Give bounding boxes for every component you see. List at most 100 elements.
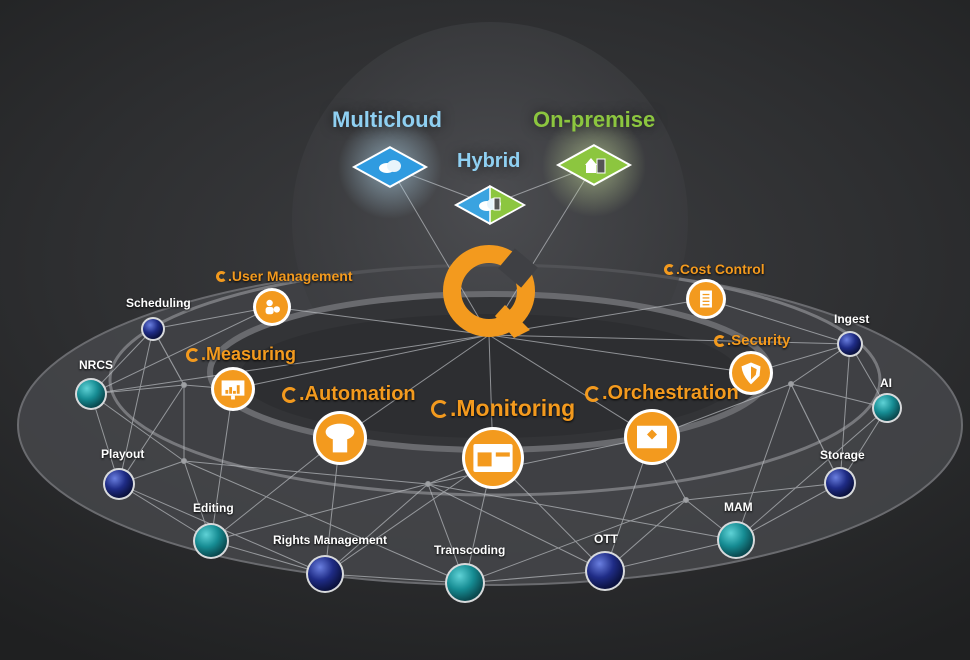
q-logo-icon <box>714 334 726 347</box>
node-label-playout: Playout <box>101 447 145 461</box>
chart-monitor-icon <box>221 380 245 400</box>
shield-icon <box>741 362 761 385</box>
q-logo-icon <box>282 386 298 403</box>
q-logo-icon <box>664 263 675 275</box>
cloud-server-icon <box>479 197 501 211</box>
node-label-nrcs: NRCS <box>79 358 114 372</box>
connection-line <box>464 570 606 584</box>
module-label: .User Management <box>228 268 353 284</box>
node-label-rights-management: Rights Management <box>273 533 388 547</box>
connection-line <box>90 393 185 462</box>
cloud-icon <box>379 160 401 173</box>
q-logo-icon <box>186 347 200 362</box>
connection-line <box>839 343 851 484</box>
cost-control-badge <box>686 279 726 319</box>
connection-line <box>735 482 841 541</box>
monitoring-badge <box>462 427 524 489</box>
connection-line <box>604 539 737 572</box>
on-premise-title: On-premise <box>533 107 656 132</box>
connection-line <box>427 436 653 485</box>
workflow-nodes <box>75 317 902 603</box>
connection-line <box>232 334 490 390</box>
connection-line <box>735 407 888 541</box>
multicloud-tile <box>338 115 442 219</box>
junction-dot <box>181 382 187 388</box>
connection-line <box>118 328 154 485</box>
node-scheduling <box>141 317 165 341</box>
q-logo-icon <box>216 270 227 282</box>
module-label: .Orchestration <box>602 382 739 404</box>
connection-line <box>118 384 185 485</box>
connection-line <box>118 483 212 542</box>
connection-line <box>324 483 429 575</box>
on-premise-tile <box>542 113 646 217</box>
junction-dot <box>683 497 689 503</box>
q-logo-icon <box>585 385 601 402</box>
node-editing <box>193 523 229 559</box>
node-label-ai: AI <box>880 376 892 390</box>
cloud-database-icon <box>325 423 355 453</box>
dashboard-window-icon <box>473 444 513 472</box>
connection-line <box>339 334 490 439</box>
connection-line <box>427 483 606 572</box>
connection-line <box>790 383 888 409</box>
module-label: .Cost Control <box>676 261 765 277</box>
junction-dot <box>788 381 794 387</box>
measuring-title: .Measuring <box>186 344 296 365</box>
connection-line <box>210 483 429 542</box>
security-title: .Security <box>714 332 790 349</box>
node-label-transcoding: Transcoding <box>434 543 506 557</box>
security-badge <box>729 351 773 395</box>
hybrid-tile <box>453 185 527 225</box>
connection-line <box>183 460 466 584</box>
node-ai <box>872 393 902 423</box>
user-management-title: .User Management <box>216 268 352 284</box>
junction-dot <box>181 458 187 464</box>
node-rights-management <box>306 555 344 593</box>
connection-line <box>210 388 234 542</box>
junction-dot <box>425 481 431 487</box>
orchestration-badge <box>624 409 680 465</box>
multicloud-title: Multicloud <box>332 107 442 132</box>
node-label-storage: Storage <box>820 448 865 462</box>
node-transcoding <box>445 563 485 603</box>
connection-line <box>427 483 737 541</box>
node-label-scheduling: Scheduling <box>126 296 191 310</box>
central-logo-icon <box>443 245 538 338</box>
module-label: .Security <box>727 332 791 349</box>
document-icon <box>700 290 712 308</box>
module-label: .Automation <box>299 383 416 405</box>
workflow-icon <box>637 425 667 449</box>
connection-line <box>210 540 326 575</box>
measuring-badge <box>211 367 255 411</box>
connection-line <box>488 334 653 438</box>
connection-line <box>488 334 851 345</box>
node-ingest <box>837 331 863 357</box>
connection-line <box>685 482 841 501</box>
node-storage <box>824 467 856 499</box>
node-ott <box>585 551 625 591</box>
automation-badge <box>313 411 367 465</box>
monitoring-title: .Monitoring <box>431 395 575 422</box>
connection-line <box>488 334 752 374</box>
connection-line <box>324 573 466 584</box>
connection-line <box>183 460 429 485</box>
connection-line <box>735 383 792 541</box>
environment-tiles <box>338 113 646 225</box>
connection-line <box>90 334 490 395</box>
connection-line <box>324 457 494 575</box>
connection-line <box>271 306 490 336</box>
node-nrcs <box>75 378 107 410</box>
user-gear-icon <box>265 299 280 315</box>
cost-control-title: .Cost Control <box>664 261 765 277</box>
hybrid-title: Hybrid <box>457 150 521 172</box>
connection-line <box>152 306 273 330</box>
building-server-icon <box>585 158 606 174</box>
connection-line <box>210 437 341 542</box>
connection-line <box>90 306 273 395</box>
node-label-ott: OTT <box>594 532 618 546</box>
connection-line <box>705 298 851 345</box>
module-label: .Monitoring <box>450 395 576 421</box>
